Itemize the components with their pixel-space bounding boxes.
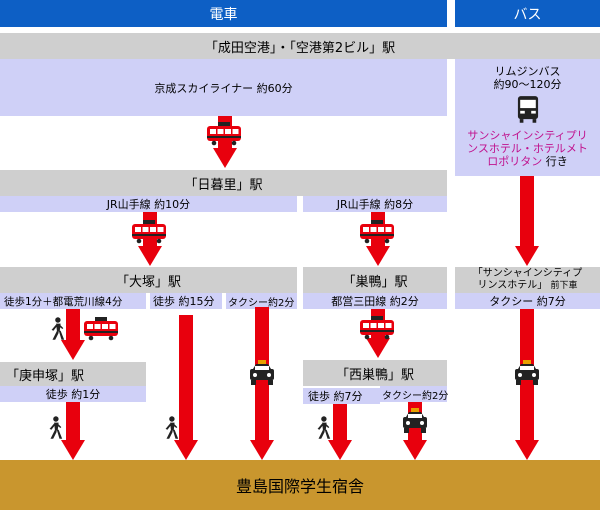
- otsuka-station: 「大塚」駅: [0, 267, 297, 293]
- tram-arrow: [66, 309, 80, 340]
- destination-label: 豊島国際学生宿舎: [235, 477, 364, 496]
- nippori-station-label: 「日暮里」駅: [184, 177, 263, 193]
- bus-destination-name: ロポリタン: [487, 155, 543, 168]
- bus-header-label: バス: [513, 6, 542, 23]
- airport-station-label: 「成田空港」・「空港第2ビル」駅: [204, 40, 396, 56]
- otsuka-walk-arrowhead: [174, 440, 198, 460]
- bus-destination-line3: ロポリタン 行き: [487, 155, 568, 168]
- skyliner-route-label: 京成スカイライナー 約60分: [154, 81, 293, 95]
- bus-stop-line1: 「サンシャインシティプ: [472, 268, 583, 279]
- bus-icon: [517, 95, 539, 123]
- bus-destination-suffix: 行き: [545, 155, 568, 168]
- taxi-icon: [514, 360, 540, 386]
- bus-time: 約90〜120分: [493, 78, 562, 91]
- train-icon: [359, 316, 395, 340]
- train-icon: [206, 122, 242, 146]
- skyliner-arrowhead: [213, 148, 237, 168]
- nishisugamo-taxi-arrowhead: [403, 440, 427, 460]
- koshinzuka-station: 「庚申塚」駅: [0, 362, 146, 386]
- bus-stop-name: リンスホテル」: [477, 280, 548, 291]
- train-header-label: 電車: [209, 6, 238, 23]
- limousine-bus-arrowhead: [515, 246, 539, 266]
- mita-line-label: 都営三田線 約2分: [331, 295, 419, 308]
- airport-station: 「成田空港」・「空港第2ビル」駅: [0, 33, 600, 59]
- destination-dormitory: 豊島国際学生宿舎: [0, 460, 600, 510]
- mita-line-route: 都営三田線 約2分: [303, 293, 447, 309]
- otsuka-taxi-route: タクシー約2分: [226, 293, 297, 309]
- otsuka-walk-label: 徒歩 約15分: [153, 295, 215, 308]
- train-header: 電車: [0, 0, 447, 27]
- nishisugamo-walk-arrow: [333, 404, 347, 440]
- nishisugamo-taxi-label: タクシー約2分: [382, 390, 449, 402]
- otsuka-walk-arrow: [179, 315, 193, 440]
- otsuka-walk-tram-route: 徒歩1分＋都電荒川線4分: [0, 293, 146, 309]
- nishisugamo-station: 「西巣鴨」駅: [303, 360, 447, 386]
- nishisugamo-walk-route: 徒歩 約7分: [303, 388, 380, 404]
- sugamo-station-label: 「巣鴨」駅: [342, 274, 408, 290]
- otsuka-station-label: 「大塚」駅: [115, 274, 181, 290]
- yamanote-10-route: JR山手線 約10分: [0, 196, 297, 212]
- tram-arrowhead: [61, 340, 85, 360]
- train-icon: [359, 220, 395, 244]
- bus-name: リムジンバス: [494, 65, 561, 78]
- taxi-icon: [249, 360, 275, 386]
- nishisugamo-walk-label: 徒歩 約7分: [308, 390, 363, 403]
- yamanote-8-route: JR山手線 約8分: [303, 196, 447, 212]
- otsuka-taxi-label: タクシー約2分: [228, 297, 295, 309]
- bus-stop-line2: リンスホテル」 前下車: [477, 280, 577, 292]
- koshinzuka-walk-arrow: [66, 402, 80, 440]
- koshinzuka-walk-route: 徒歩 約1分: [0, 386, 146, 402]
- pedestrian-icon: [314, 416, 332, 440]
- pedestrian-icon: [48, 317, 66, 341]
- otsuka-walk-tram-label: 徒歩1分＋都電荒川線4分: [4, 295, 123, 308]
- taxi-icon: [402, 408, 428, 434]
- pedestrian-icon: [46, 416, 64, 440]
- bus-stop-suffix: 前下車: [550, 281, 578, 291]
- bus-taxi-arrowhead: [515, 440, 539, 460]
- nishisugamo-taxi-route: タクシー約2分: [380, 386, 449, 402]
- koshinzuka-station-label: 「庚申塚」駅: [6, 368, 85, 384]
- limousine-bus-arrow: [520, 176, 534, 246]
- nishisugamo-station-label: 「西巣鴨」駅: [335, 367, 414, 383]
- bus-taxi-label: タクシー 約7分: [489, 295, 566, 308]
- bus-destination-line1: サンシャインシティプリ: [467, 129, 588, 142]
- nippori-station: 「日暮里」駅: [0, 170, 447, 196]
- yamanote-10-arrowhead: [138, 246, 162, 266]
- limousine-bus-box: リムジンバス 約90〜120分 サンシャインシティプリ ンスホテル・ホテルメト …: [455, 59, 600, 176]
- skyliner-route: 京成スカイライナー 約60分: [0, 59, 447, 116]
- bus-stop: 「サンシャインシティプ リンスホテル」 前下車: [455, 267, 600, 293]
- bus-header: バス: [455, 0, 600, 27]
- yamanote-8-label: JR山手線 約8分: [336, 198, 414, 211]
- yamanote-10-label: JR山手線 約10分: [106, 198, 191, 211]
- sugamo-station: 「巣鴨」駅: [303, 267, 447, 293]
- otsuka-taxi-arrowhead: [250, 440, 274, 460]
- pedestrian-icon: [162, 416, 180, 440]
- train-icon: [131, 220, 167, 244]
- nishisugamo-walk-arrowhead: [328, 440, 352, 460]
- bus-destination-line2: ンスホテル・ホテルメト: [467, 142, 588, 155]
- otsuka-walk-route: 徒歩 約15分: [150, 293, 222, 309]
- train-icon: [83, 317, 119, 341]
- bus-taxi-route: タクシー 約7分: [455, 293, 600, 309]
- koshinzuka-walk-label: 徒歩 約1分: [45, 388, 101, 401]
- mita-line-arrowhead: [366, 338, 390, 358]
- yamanote-8-arrowhead: [366, 246, 390, 266]
- koshinzuka-walk-arrowhead: [61, 440, 85, 460]
